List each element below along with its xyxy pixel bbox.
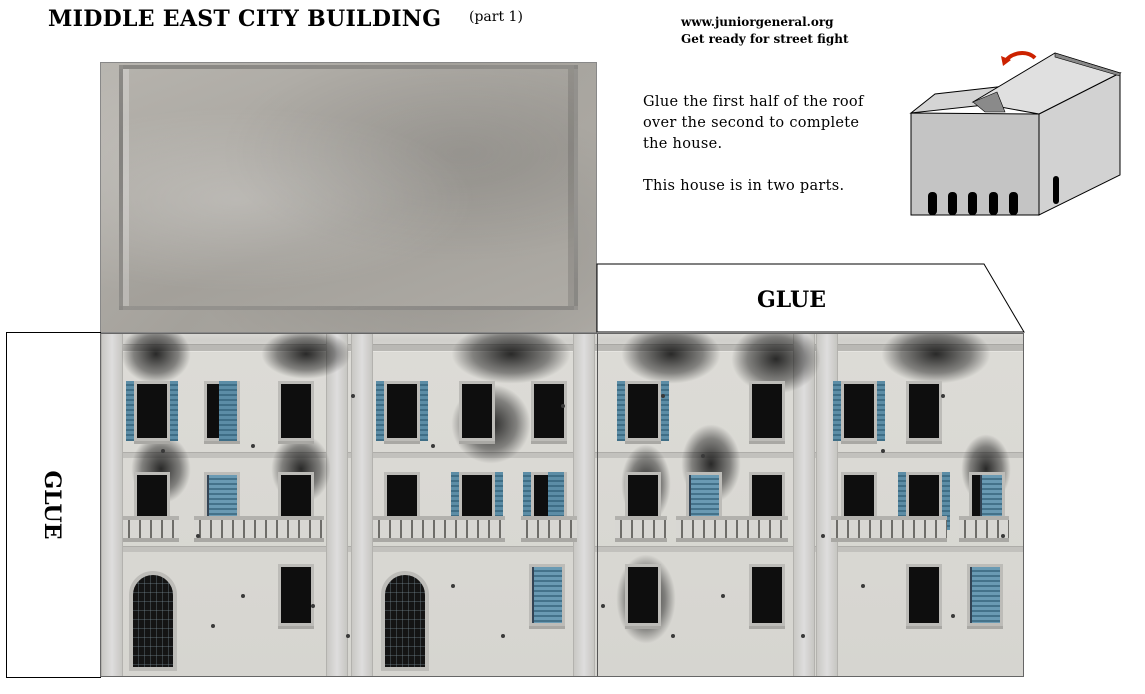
window: [906, 381, 942, 441]
instruction-roof: Glue the first half of the roof over the…: [643, 94, 864, 152]
glue-tab-top: [596, 263, 1025, 333]
window: [529, 564, 565, 626]
building-facade: [100, 333, 1024, 677]
pilaster: [351, 334, 373, 676]
site-info: www.juniorgeneral.org Get ready for stre…: [681, 14, 849, 48]
window: [617, 381, 669, 441]
curved-arrow-icon: [1001, 51, 1037, 66]
balcony: [676, 516, 788, 542]
glue-tab-side: [6, 332, 101, 678]
window: [749, 381, 785, 441]
window: [749, 564, 785, 626]
balcony: [123, 516, 179, 542]
window: [967, 564, 1003, 626]
diagram-building: [909, 52, 1122, 216]
roof-texture: [119, 65, 578, 310]
balcony: [959, 516, 1009, 542]
window: [278, 381, 314, 441]
balcony: [194, 516, 324, 542]
roof-panel: [100, 62, 597, 333]
instructions: Glue the first half of the roof over the…: [643, 92, 883, 218]
window: [126, 381, 178, 441]
pilaster: [326, 334, 348, 676]
balcony: [615, 516, 667, 542]
pilaster: [573, 334, 595, 676]
part-label: (part 1): [469, 9, 523, 25]
floor-band: [101, 452, 1023, 458]
balcony: [521, 516, 577, 542]
pilaster: [793, 334, 815, 676]
floor-band: [101, 546, 1023, 552]
arched-door: [381, 571, 429, 671]
pilaster: [101, 334, 123, 676]
window: [906, 564, 942, 626]
window: [833, 381, 885, 441]
window: [531, 381, 567, 441]
site-tagline: Get ready for street fight: [681, 32, 849, 46]
balcony: [373, 516, 505, 542]
window: [204, 381, 240, 441]
arched-door: [129, 571, 177, 671]
window: [625, 564, 661, 626]
page-title: MIDDLE EAST CITY BUILDING: [48, 6, 442, 32]
window: [278, 564, 314, 626]
house-assembly-diagram: [909, 51, 1122, 216]
balcony: [831, 516, 947, 542]
window: [459, 381, 495, 441]
window: [376, 381, 428, 441]
site-url[interactable]: www.juniorgeneral.org: [681, 15, 834, 29]
glue-label-side: GLUE: [39, 470, 65, 540]
fold-line: [597, 334, 598, 676]
instruction-parts: This house is in two parts.: [643, 178, 845, 194]
diagram-windows: [928, 176, 1059, 215]
glue-label-top: GLUE: [757, 287, 827, 313]
pilaster: [816, 334, 838, 676]
